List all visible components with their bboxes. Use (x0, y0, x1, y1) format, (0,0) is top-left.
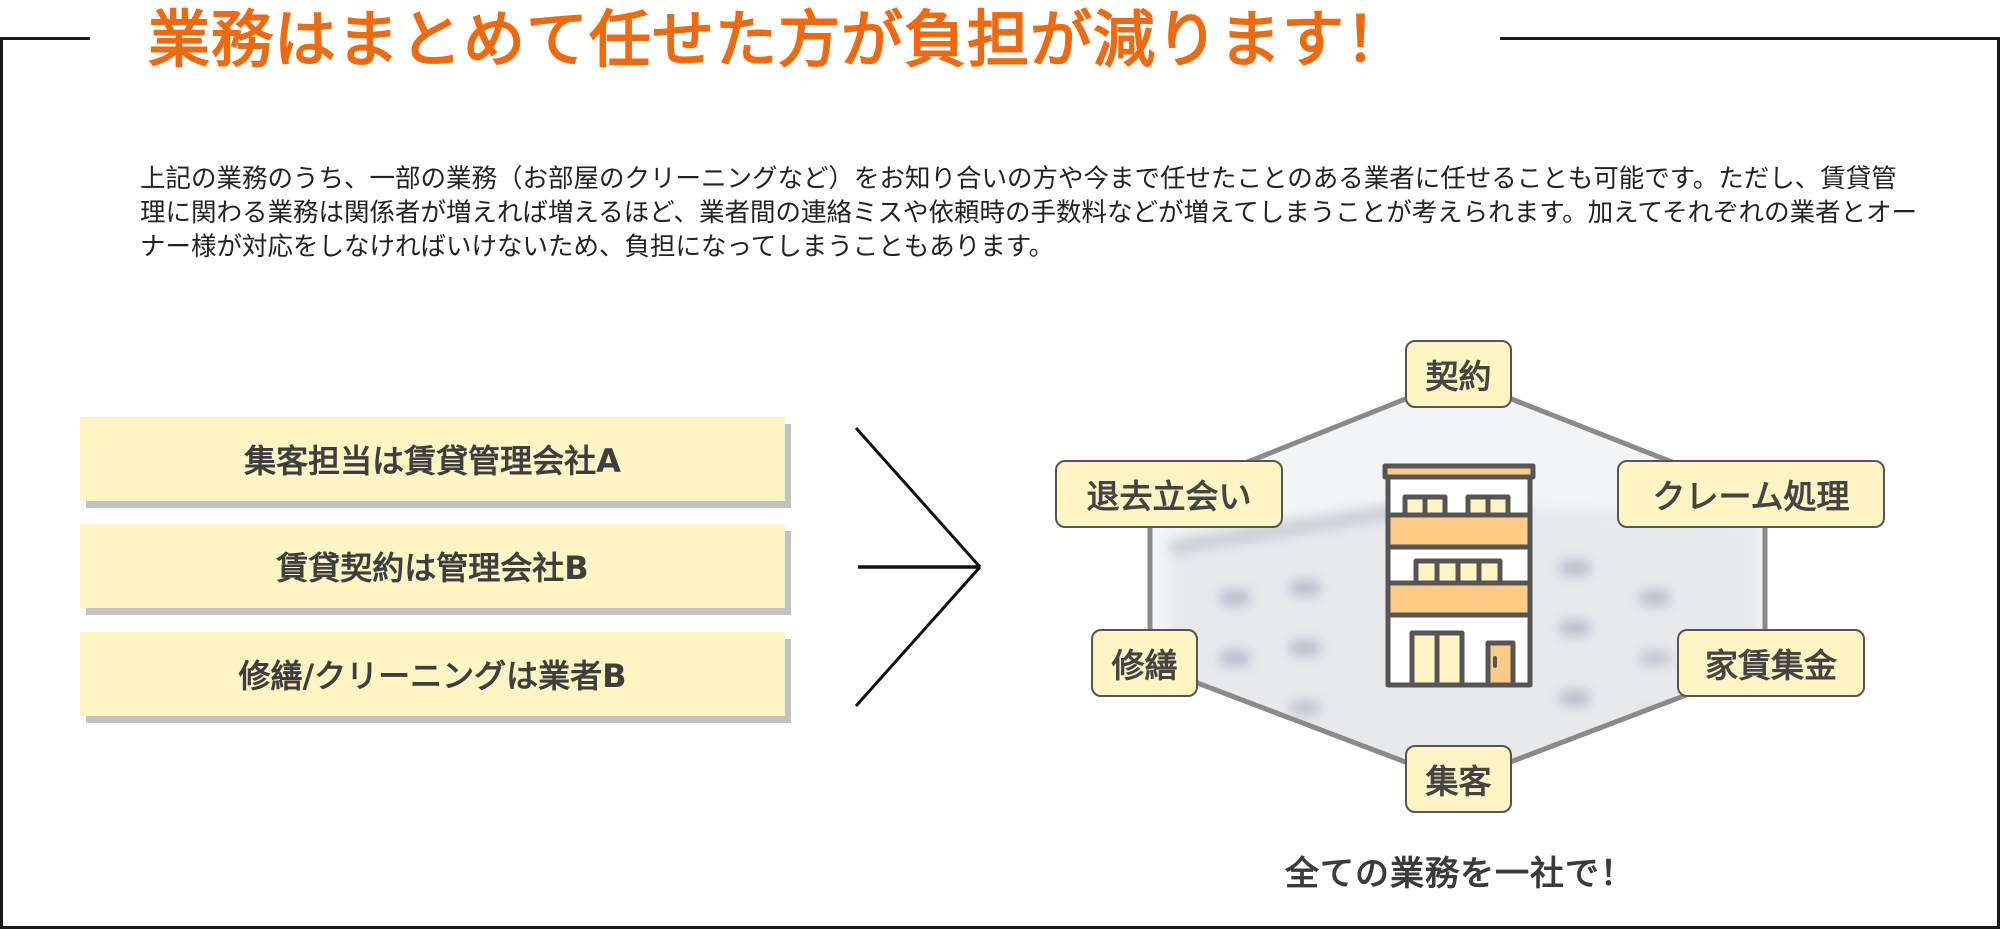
task-box-contract: 賃貸契約は管理会社B (80, 524, 785, 608)
hub-node-repair: 修繕 (1091, 629, 1198, 697)
hub-node-marketing: 集客 (1405, 745, 1512, 813)
frame-right (1997, 37, 2000, 929)
frame-bottom (0, 926, 2000, 929)
building-icon (1382, 463, 1536, 688)
hub-node-contract: 契約 (1405, 340, 1512, 408)
hub-node-complaint: クレーム処理 (1617, 460, 1885, 528)
merge-arrow-icon (854, 427, 982, 707)
frame-top-left (0, 37, 90, 40)
hub-node-rent-collection: 家賃集金 (1677, 629, 1865, 697)
page-title: 業務はまとめて任せた方が負担が減ります！ (148, 3, 1409, 76)
hub-node-move-out: 退去立会い (1055, 460, 1283, 528)
intro-paragraph: 上記の業務のうち、一部の業務（お部屋のクリーニングなど）をお知り合いの方や今まで… (140, 164, 1918, 262)
frame-top-right (1500, 37, 2000, 40)
arrow-line-bottom (854, 566, 982, 707)
frame-left (0, 37, 3, 929)
task-box-marketing: 集客担当は賃貸管理会社A (80, 417, 785, 501)
hub-caption: 全ての業務を一社で！ (1285, 854, 1635, 894)
arrow-line-top (854, 427, 982, 568)
task-box-repair: 修繕/クリーニングは業者B (80, 632, 785, 716)
